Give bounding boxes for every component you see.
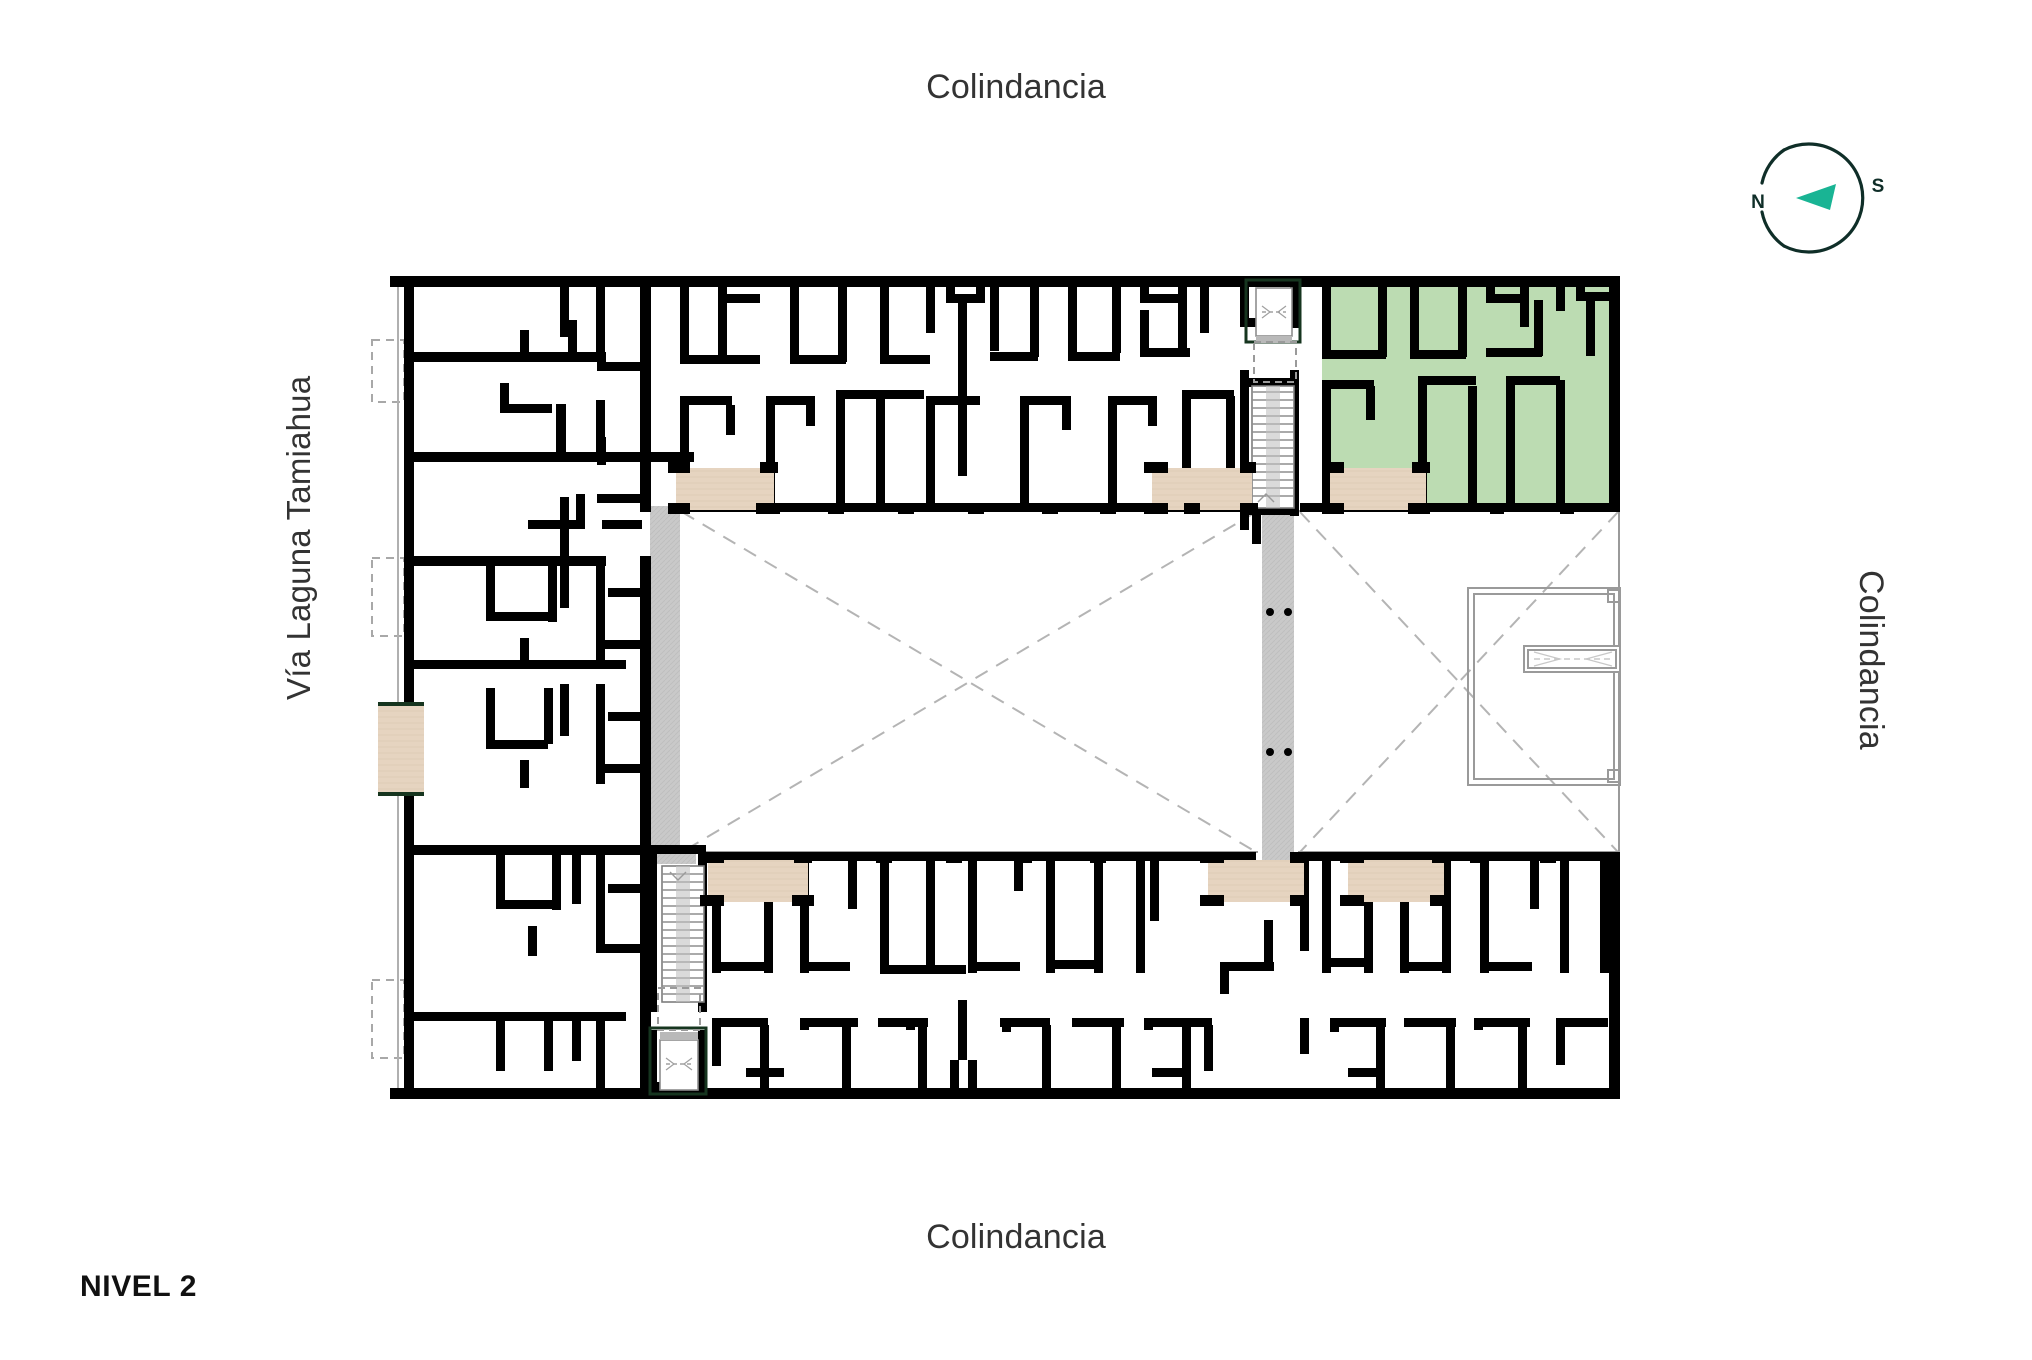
- corridor-strips: [650, 506, 1294, 878]
- label-colindancia-bottom: Colindancia: [926, 1218, 1106, 1256]
- roof-amenity-element: [1467, 587, 1621, 786]
- label-colindancia-right: Colindancia: [1852, 570, 1890, 750]
- compass-needle-icon: [1796, 184, 1836, 210]
- structural-columns: [828, 503, 1574, 863]
- shaft-outline: [657, 341, 1297, 1031]
- compass-ring: [1760, 142, 1865, 254]
- exterior-balcony-outlines: [371, 339, 405, 1059]
- level-badge: NIVEL 2: [80, 1270, 198, 1303]
- compass-east-label: S: [1872, 176, 1885, 197]
- compass-rose: N S: [1751, 142, 1885, 254]
- stair-bottom: [661, 865, 705, 1003]
- courtyard-void-right: [1299, 511, 1619, 853]
- balcony-green-edges: [378, 702, 424, 796]
- label-colindancia-top: Colindancia: [926, 68, 1106, 106]
- courtyard-void-left: [681, 511, 1257, 853]
- elevator-top: [1244, 278, 1302, 344]
- courtyard-edges: [680, 510, 1620, 853]
- compass-west-label: N: [1751, 192, 1765, 213]
- stair-top: [1251, 385, 1295, 509]
- elevator-bottom: [648, 1026, 708, 1096]
- walls: [390, 276, 1620, 1099]
- label-via-laguna-tamiahua: Vía Laguna Tamiahua: [280, 375, 317, 700]
- balcony-wall-caps: [668, 462, 1450, 906]
